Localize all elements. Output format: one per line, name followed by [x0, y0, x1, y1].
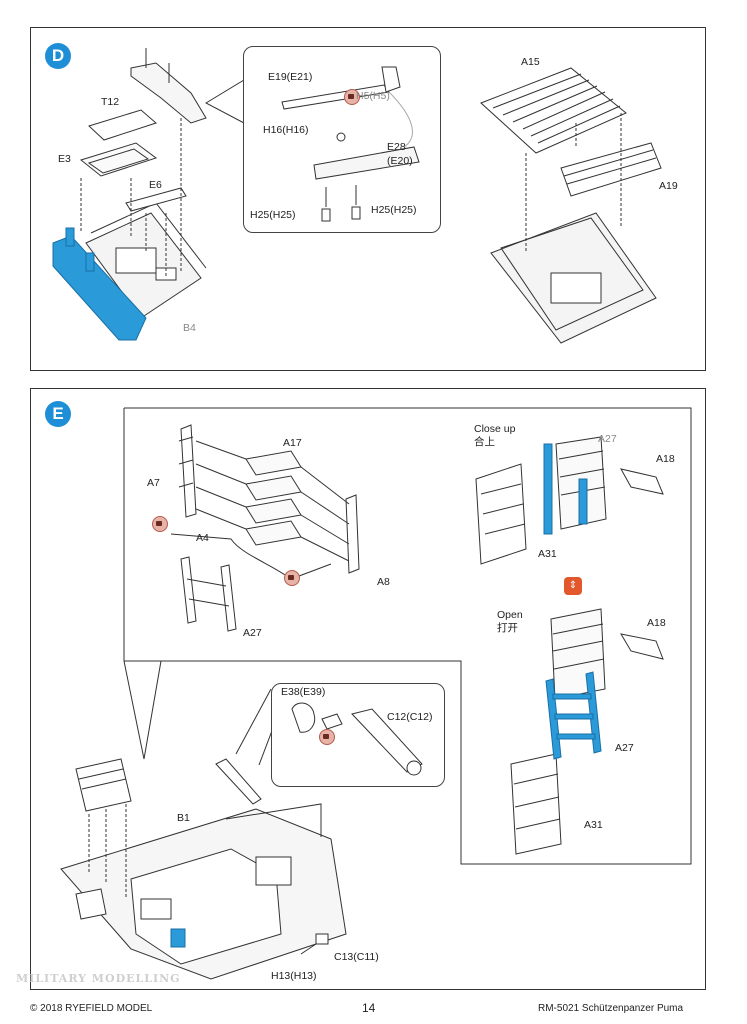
- step-e-drawing: [60, 407, 692, 980]
- label-h25-left: H25(H25): [250, 209, 296, 221]
- open-close-toggle-icon: ⇕: [564, 577, 582, 595]
- label-b4: B4: [183, 322, 196, 334]
- label-e28: E28: [387, 141, 406, 153]
- label-t12: T12: [101, 96, 120, 108]
- label-h16: H16(H16): [263, 124, 309, 136]
- label-a27-close: A27: [598, 433, 617, 445]
- step-e-gun-drawing: [291, 702, 423, 776]
- step-e-badge: E: [45, 401, 71, 427]
- label-a18-open: A18: [647, 617, 666, 629]
- label-e3: E3: [58, 153, 71, 165]
- label-a31-open: A31: [584, 819, 603, 831]
- footer-page-number: 14: [362, 1001, 376, 1015]
- label-a19: A19: [659, 180, 678, 192]
- cut-off-icon: [284, 570, 300, 586]
- label-c12: C12(C12): [387, 711, 433, 723]
- footer-product: RM-5021 Schützenpanzer Puma: [538, 1003, 684, 1014]
- label-c13: C13(C11): [334, 951, 379, 963]
- step-e-gun-callout: [271, 683, 445, 787]
- label-e38: E38(E39): [281, 686, 326, 698]
- step-e-panel: E: [30, 388, 706, 990]
- cut-off-icon: [152, 516, 168, 532]
- cut-off-icon: [344, 89, 360, 105]
- step-d-callout-drawing: [281, 66, 420, 222]
- label-h5: H5(H5): [356, 90, 390, 102]
- label-a27-open: A27: [615, 742, 634, 754]
- label-a17: A17: [283, 437, 302, 449]
- label-open-cn: 打开: [497, 622, 518, 634]
- label-b1: B1: [177, 812, 190, 824]
- label-e6: E6: [149, 179, 162, 191]
- label-a15: A15: [521, 56, 540, 68]
- label-a8: A8: [377, 576, 390, 588]
- label-a31-close: A31: [538, 548, 557, 560]
- step-d-badge: D: [45, 43, 71, 69]
- label-close-up-cn: 合上: [474, 436, 495, 448]
- cut-off-icon: [319, 729, 335, 745]
- step-d-drawing: [52, 48, 662, 344]
- label-e19: E19(E21): [268, 71, 313, 83]
- step-d-callout: [243, 46, 441, 233]
- label-close-up: Close up: [474, 423, 516, 435]
- label-a7: A7: [147, 477, 160, 489]
- footer-copyright: © 2018 RYEFIELD MODEL: [30, 1003, 153, 1014]
- label-e20: (E20): [387, 155, 413, 167]
- watermark: MILITARY MODELLING: [16, 972, 181, 985]
- label-a18-close: A18: [656, 453, 675, 465]
- label-a27-left: A27: [243, 627, 262, 639]
- label-h25-right: H25(H25): [371, 204, 417, 216]
- label-open: Open: [497, 609, 523, 621]
- label-a4: A4: [196, 532, 209, 544]
- label-h13: H13(H13): [271, 970, 317, 982]
- step-d-panel: D: [30, 27, 706, 371]
